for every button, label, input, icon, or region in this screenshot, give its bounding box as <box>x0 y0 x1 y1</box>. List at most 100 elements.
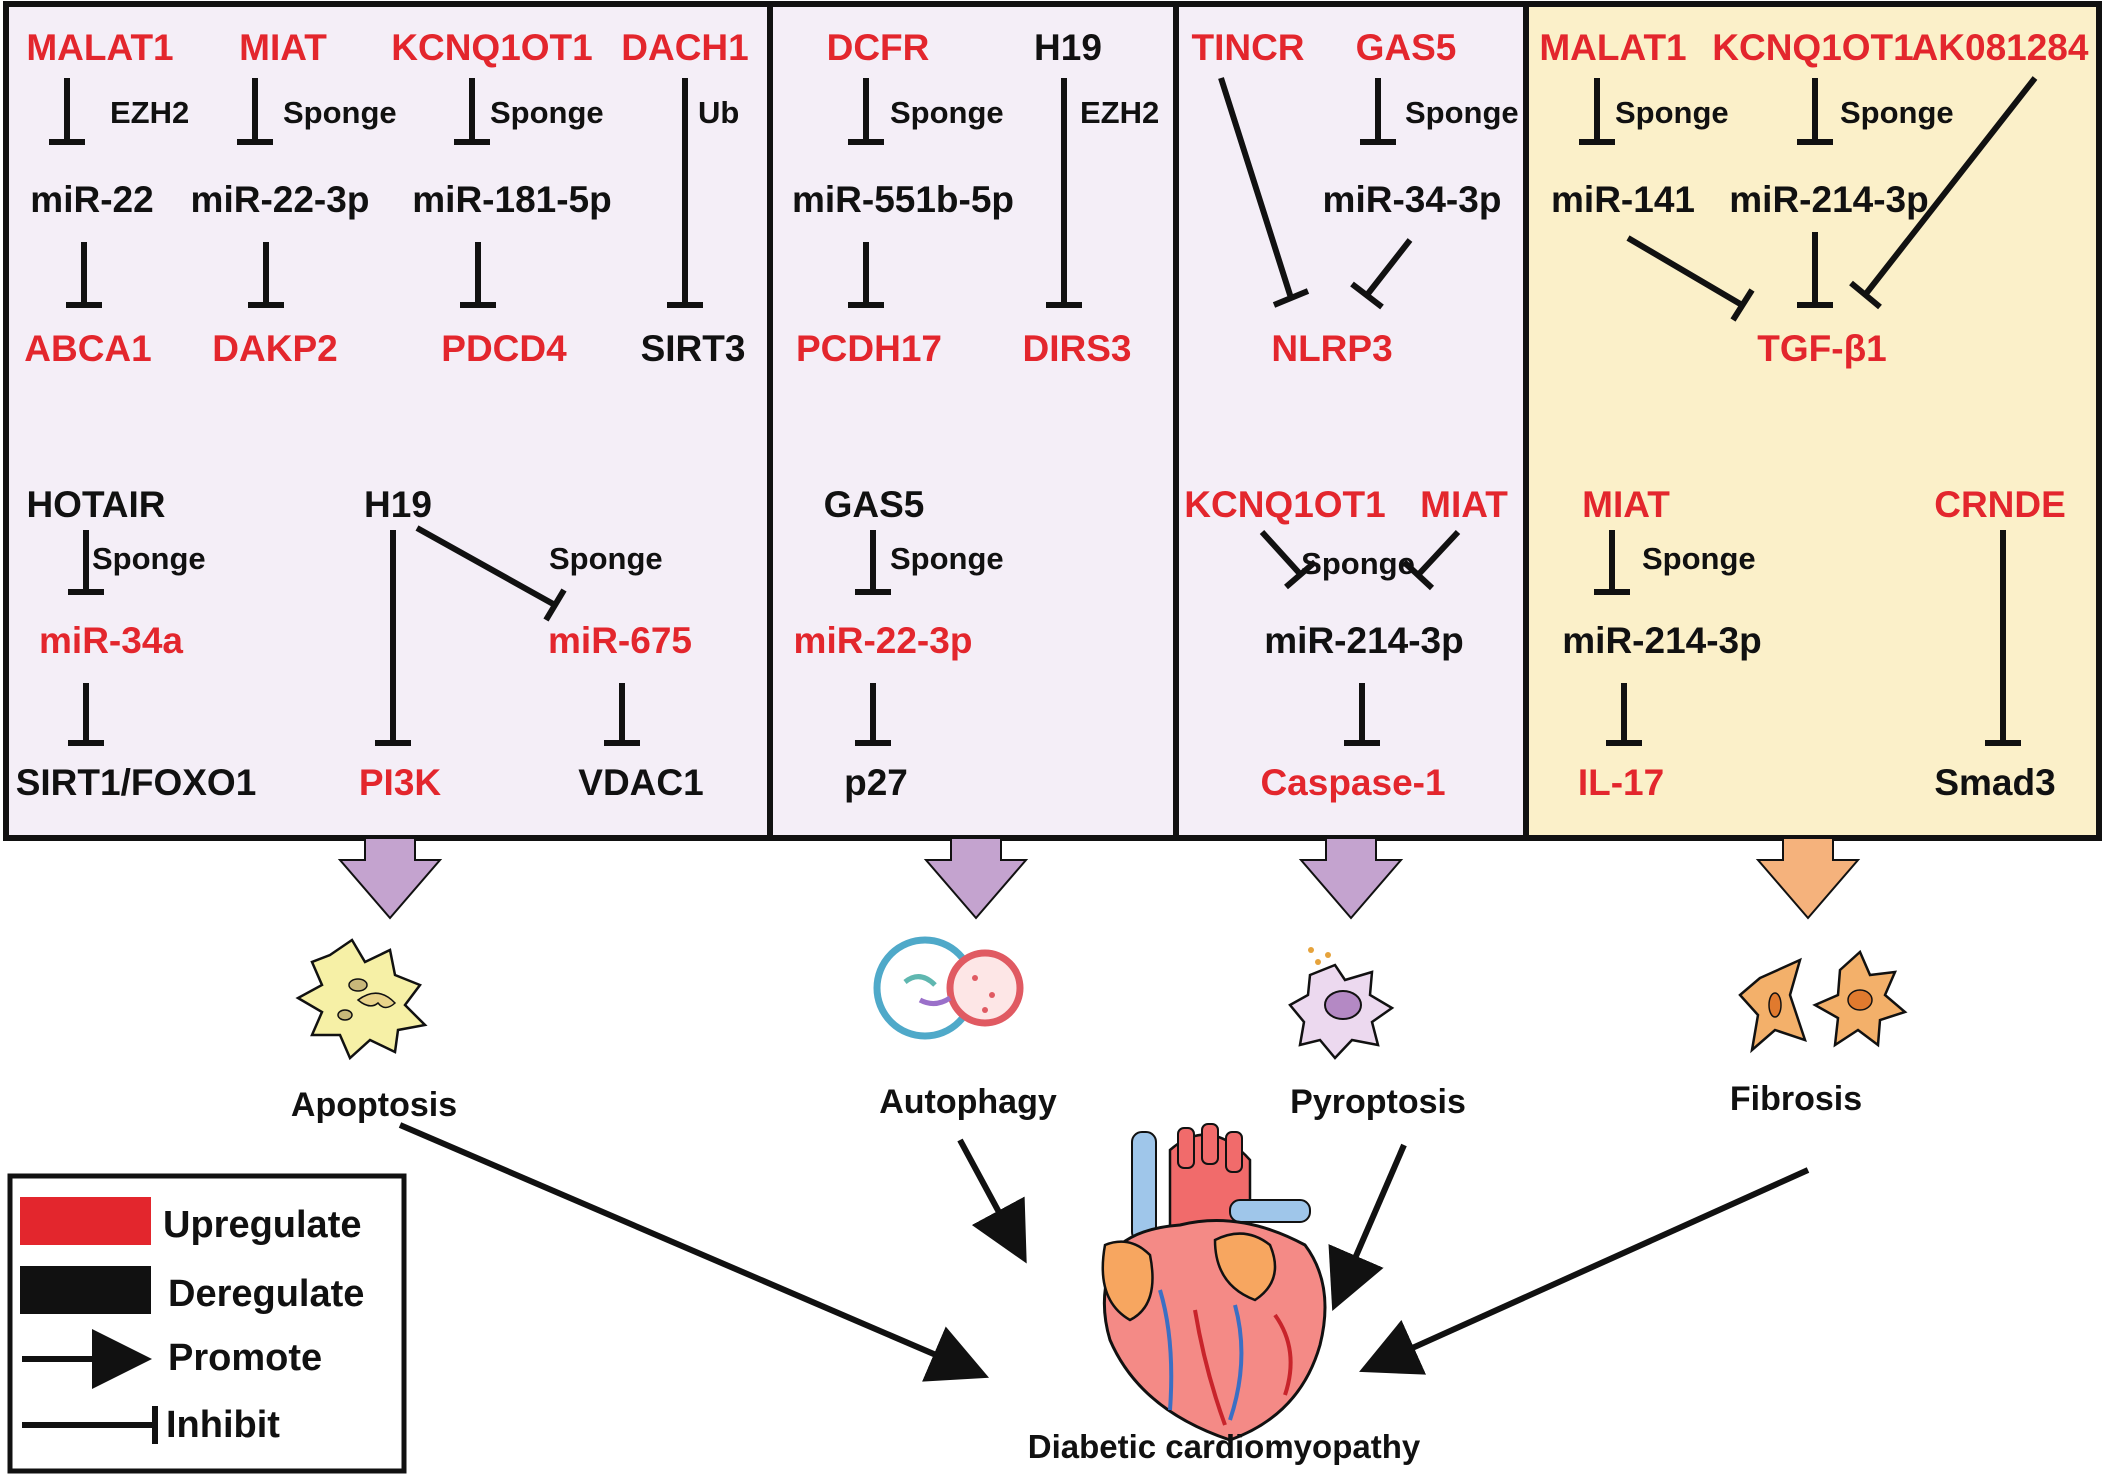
node-mir22-3p: miR-22-3p <box>191 179 370 220</box>
inhibit-edge <box>1594 530 1630 595</box>
inhibit-edge <box>1606 683 1642 746</box>
legend: Upregulate Deregulate Promote Inhibit <box>7 1173 407 1474</box>
node-dcfr: DCFR <box>827 27 930 68</box>
panel-pyroptosis <box>1173 1 1529 841</box>
inhibit-edge <box>68 530 104 595</box>
edge-label-sponge: Sponge <box>1301 546 1415 581</box>
node-abca1: ABCA1 <box>24 328 151 369</box>
promote-arrows <box>398 1122 1810 1382</box>
node-h19: H19 <box>364 484 432 525</box>
inhibit-edge <box>855 530 891 595</box>
node-mir551b-5p: miR-551b-5p <box>792 179 1014 220</box>
promote-arrow <box>1359 1167 1810 1375</box>
inhibit-edge <box>1259 529 1317 590</box>
inhibit-edge <box>237 78 273 145</box>
node-kcnq1ot1: KCNQ1OT1 <box>1712 27 1913 68</box>
node-hotair: HOTAIR <box>26 484 165 525</box>
edge-label-ezh2: EZH2 <box>110 95 189 130</box>
inhibit-edge <box>848 242 884 308</box>
inhibit-edge <box>66 242 102 308</box>
node-sirt3: SIRT3 <box>641 328 746 369</box>
inhibit-edge <box>248 242 284 308</box>
edge-label-sponge: Sponge <box>1405 95 1519 130</box>
node-mir22: miR-22 <box>30 179 153 220</box>
autophagy-edges <box>848 78 1082 746</box>
edge-label-ub: Ub <box>698 95 739 130</box>
edge-label-sponge: Sponge <box>92 541 206 576</box>
node-mir22-3p: miR-22-3p <box>794 620 973 661</box>
inhibit-edge <box>1046 78 1082 308</box>
node-tgfb1: TGF-β1 <box>1757 328 1886 369</box>
panel-autophagy <box>767 1 1179 841</box>
legend-label-upregulate: Upregulate <box>163 1204 361 1246</box>
node-pi3k: PI3K <box>359 762 442 803</box>
panel-apoptosis <box>3 1 773 841</box>
inhibit-edge <box>68 683 104 746</box>
node-mir214-3p: miR-214-3p <box>1264 620 1463 661</box>
autophagosome-icon <box>873 936 1024 1040</box>
autophagy-arrow <box>923 837 1029 920</box>
node-dach1: DACH1 <box>621 27 748 68</box>
node-nlrp3: NLRP3 <box>1271 328 1392 369</box>
heart-icon <box>1101 1123 1327 1442</box>
outcome-autophagy: Autophagy <box>879 1083 1057 1121</box>
node-p27: p27 <box>844 762 908 803</box>
inhibit-edge <box>1797 232 1833 308</box>
inhibit-edge <box>848 78 884 145</box>
fibrosis-arrow <box>1755 837 1861 920</box>
inhibit-edge <box>1985 530 2021 746</box>
edge-label-sponge: Sponge <box>1615 95 1729 130</box>
node-pdcd4: PDCD4 <box>441 328 567 369</box>
node-dirs3: DIRS3 <box>1023 328 1132 369</box>
node-kcnq1ot1: KCNQ1OT1 <box>391 27 592 68</box>
edge-label-ezh2: EZH2 <box>1080 95 1159 130</box>
inhibit-edge <box>1218 77 1310 308</box>
inhibit-edge <box>1360 78 1396 145</box>
node-crnde: CRNDE <box>1934 484 2066 525</box>
fibroblast-icon <box>1738 949 1908 1054</box>
node-h19: H19 <box>1034 27 1102 68</box>
edge-label-sponge: Sponge <box>1840 95 1954 130</box>
node-mir181-5p: miR-181-5p <box>412 179 611 220</box>
node-il17: IL-17 <box>1578 762 1664 803</box>
promote-arrow <box>1328 1143 1407 1312</box>
edge-label-sponge: Sponge <box>890 95 1004 130</box>
inhibit-edge <box>1849 76 2038 310</box>
legend-swatch-upregulate <box>20 1197 151 1245</box>
outcome-pyroptosis: Pyroptosis <box>1290 1083 1466 1121</box>
legend-swatch-deregulate <box>20 1266 151 1314</box>
legend-label-deregulate: Deregulate <box>168 1273 364 1315</box>
node-dakp2: DAKP2 <box>212 328 337 369</box>
edge-label-sponge: Sponge <box>890 541 1004 576</box>
node-mir34-3p: miR-34-3p <box>1323 179 1502 220</box>
legend-inhibit-line <box>22 1406 158 1444</box>
apoptosis-edges <box>49 78 703 746</box>
inhibit-edge <box>1350 238 1413 310</box>
node-malat1: MALAT1 <box>1539 27 1686 68</box>
node-mir214-3p: miR-214-3p <box>1562 620 1761 661</box>
inhibit-edge <box>460 242 496 308</box>
inhibit-edge <box>1344 683 1380 746</box>
node-mir34a: miR-34a <box>39 620 183 661</box>
inhibit-edge <box>1626 235 1755 322</box>
node-ak081284: AK081284 <box>1912 27 2089 68</box>
pyroptosis-edges <box>1218 77 1461 746</box>
node-vdac1: VDAC1 <box>578 762 703 803</box>
edge-label-sponge: Sponge <box>1642 541 1756 576</box>
node-sirt1-foxo1: SIRT1/FOXO1 <box>16 762 257 803</box>
pyroptotic-cell-icon <box>1288 947 1395 1060</box>
apoptotic-cell-icon <box>295 938 428 1061</box>
node-mir675: miR-675 <box>548 620 692 661</box>
node-gas5: GAS5 <box>1356 27 1457 68</box>
pyroptosis-arrow <box>1298 837 1404 920</box>
node-miat: MIAT <box>239 27 327 68</box>
node-mir141: miR-141 <box>1551 179 1695 220</box>
inhibit-edge <box>1797 78 1833 145</box>
outcome-apoptosis: Apoptosis <box>291 1086 457 1124</box>
node-malat1: MALAT1 <box>26 27 173 68</box>
inhibit-edge <box>855 683 891 746</box>
inhibit-edge <box>604 683 640 746</box>
edge-label-sponge: Sponge <box>490 95 604 130</box>
